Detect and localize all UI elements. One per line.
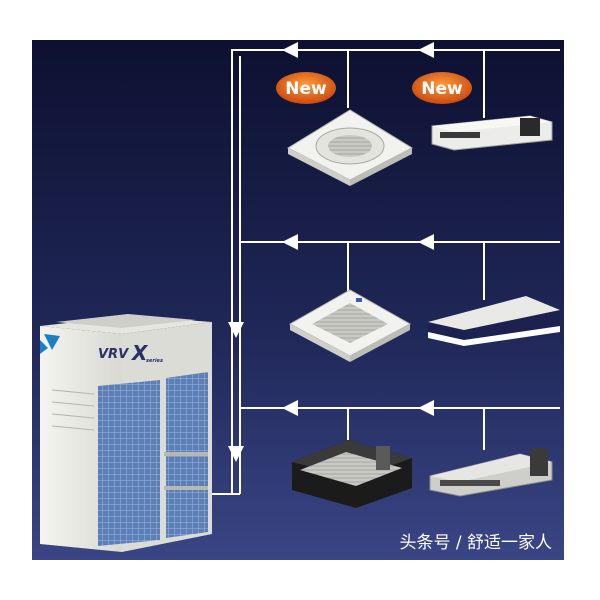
indoor-unit-ducted-black — [292, 440, 412, 508]
indoor-unit-compact-cassette — [288, 289, 412, 362]
arrow-left-icon — [418, 234, 434, 250]
new-badge: New — [276, 72, 336, 104]
indoor-unit-ceiling-suspended — [428, 296, 560, 346]
arrow-left-icon — [282, 400, 298, 416]
indoor-unit-slim-duct — [431, 115, 553, 151]
arrow-left-icon — [282, 234, 298, 250]
indoor-unit-slim-duct-silver — [429, 448, 553, 497]
indoor-unit-round-cassette — [286, 109, 414, 186]
outdoor-unit: VRV X series — [40, 314, 212, 552]
outdoor-unit-model-label: VRV — [98, 347, 129, 362]
arrow-left-icon — [282, 42, 298, 58]
watermark-caption: 头条号 / 舒适一家人 — [399, 533, 552, 553]
arrow-left-icon — [418, 42, 434, 58]
pipe-continuation-dashes — [436, 49, 560, 409]
outdoor-unit-series-small: series — [146, 358, 163, 364]
arrow-down-icon — [228, 446, 244, 462]
new-badge-label: New — [421, 79, 463, 99]
flow-arrows — [228, 42, 434, 462]
new-badge: New — [412, 72, 472, 104]
arrow-down-icon — [228, 322, 244, 338]
arrow-left-icon — [418, 400, 434, 416]
outdoor-unit-series-mark: X — [130, 341, 149, 365]
daikin-logo-icon — [40, 334, 60, 354]
new-badge-label: New — [285, 79, 327, 99]
